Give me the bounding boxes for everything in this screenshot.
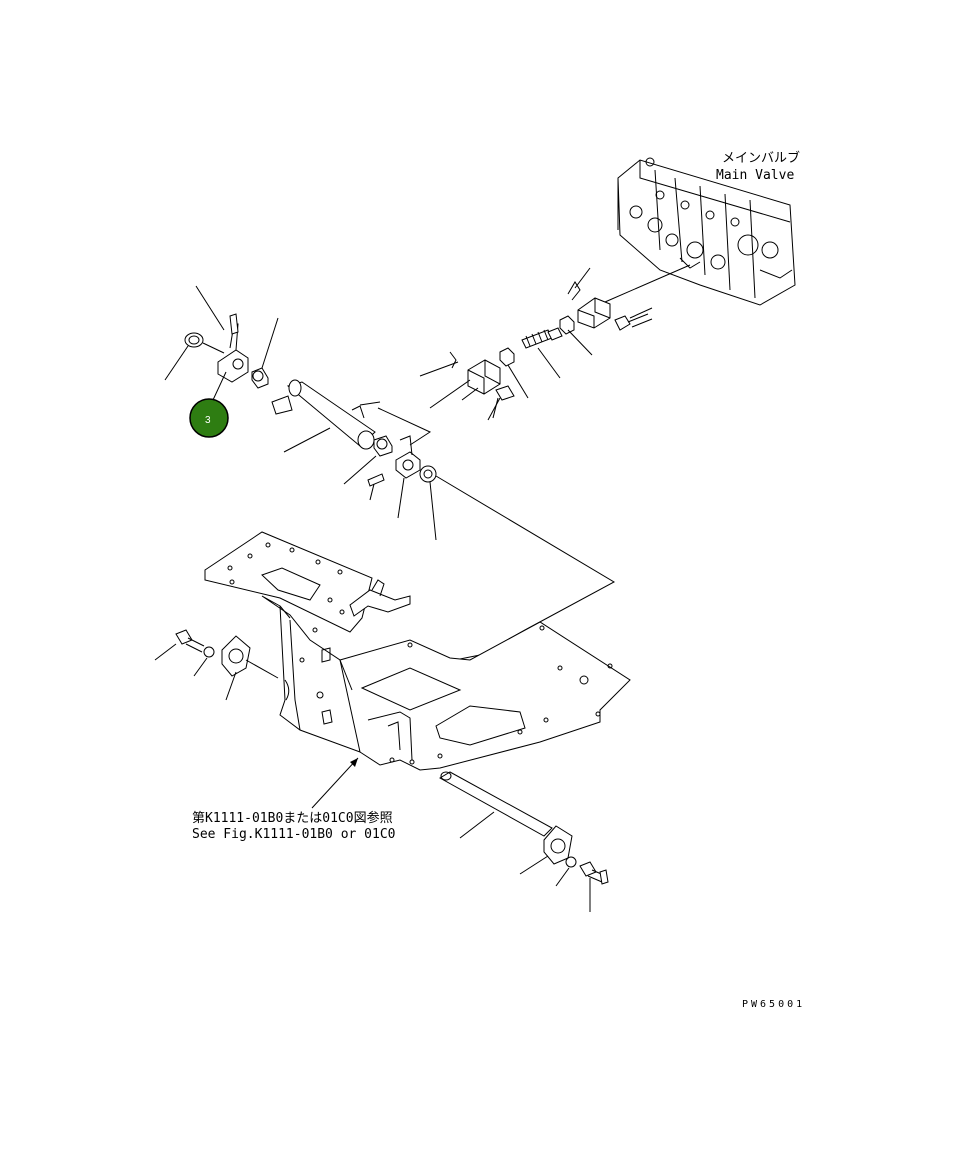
bolt-right (579, 861, 609, 885)
valve-link-line (604, 264, 691, 303)
bolt-left (175, 629, 205, 653)
cross-shaft (271, 379, 376, 450)
main-valve-assembly (617, 157, 796, 306)
bushing-right (373, 435, 393, 457)
jam-nut-upper (559, 315, 575, 335)
reference-leader (311, 757, 359, 809)
jam-nut-lower (499, 347, 515, 367)
reference-jp-label: 第K1111-01B0または01C0図参照 (192, 810, 393, 826)
washer-left (203, 646, 215, 658)
bearing-flange-right (543, 825, 573, 865)
main-valve-en-label: Main Valve (716, 168, 794, 183)
washer-right (565, 856, 577, 868)
floor-frame (204, 531, 631, 771)
pin-left (229, 313, 239, 335)
middle-clevis-bolt (492, 385, 515, 419)
rod-end-bolt (521, 327, 563, 349)
valve-clevis-bolt (614, 313, 653, 331)
drawing-code: PW65001 (742, 999, 805, 1010)
pin-right (367, 473, 385, 487)
lever-arm-right (395, 435, 421, 479)
bushing-left (251, 367, 269, 389)
valve-clevis (577, 297, 611, 329)
callout-3[interactable]: 3 (189, 398, 229, 438)
middle-clevis-block (467, 359, 501, 395)
lower-shaft (439, 771, 553, 837)
main-valve-jp-label: メインバルブ (722, 150, 800, 166)
snap-ring-left (184, 332, 204, 348)
callout-3-number: 3 (205, 415, 211, 426)
reference-arrowhead (350, 758, 358, 767)
reference-en-label: See Fig.K1111-01B0 or 01C0 (192, 827, 396, 842)
valve-clevis-cotter-pin (567, 281, 581, 301)
snap-ring-right (419, 465, 437, 483)
bearing-flange-left (221, 635, 251, 677)
